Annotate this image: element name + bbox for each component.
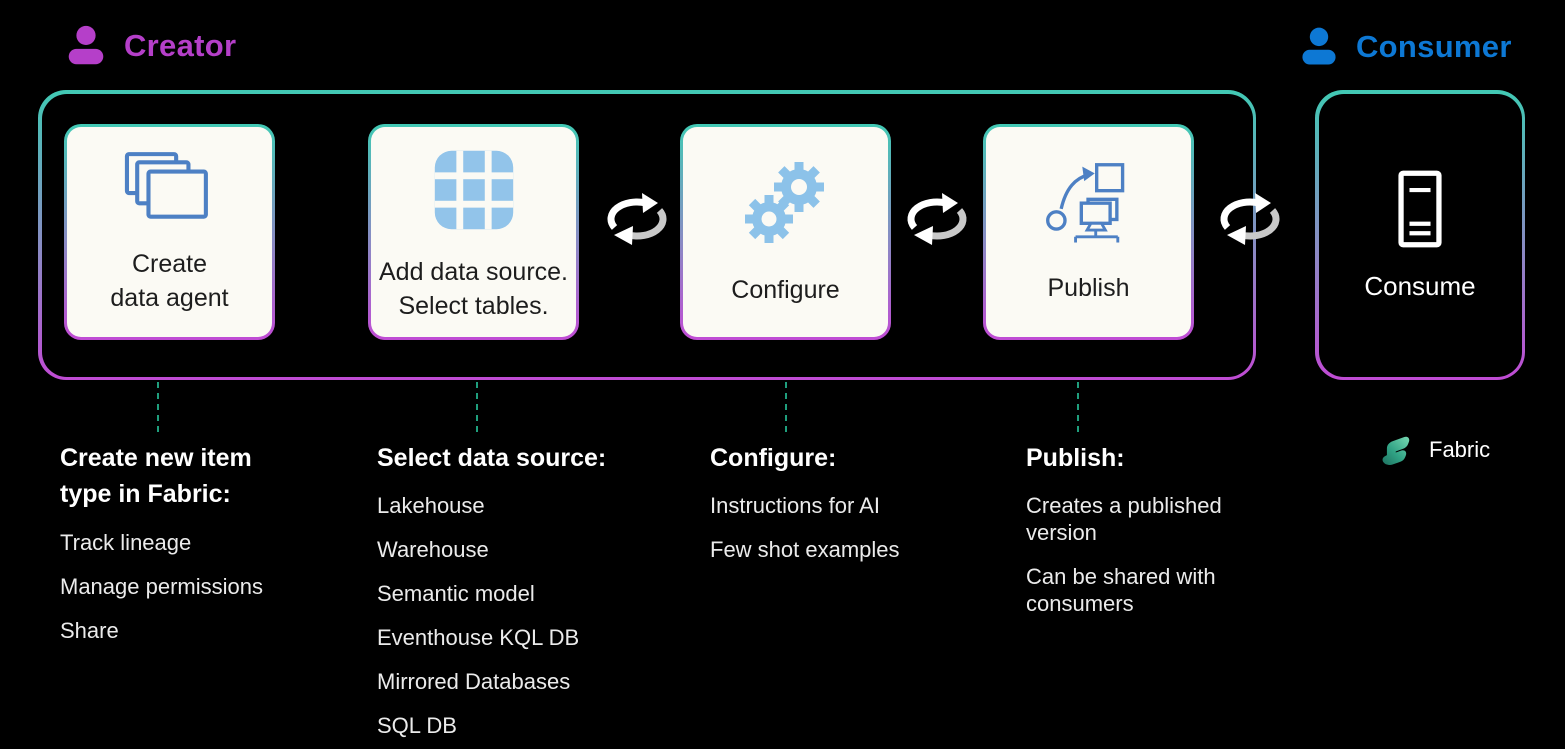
- step-label: Configure: [731, 275, 840, 304]
- annotation-item: Share: [60, 617, 119, 643]
- annotation-create-new-item: Create new item type in Fabric: Track li…: [60, 440, 310, 661]
- gears-icon: [744, 161, 824, 243]
- fabric-logo-icon: [1382, 436, 1410, 466]
- annotation-heading: Create new item type in Fabric:: [60, 444, 252, 509]
- annotation-item: Creates a published version: [1026, 493, 1222, 546]
- step-card-create-data-agent: Create data agent: [64, 124, 275, 340]
- annotation-heading: Publish:: [1026, 444, 1125, 472]
- annotation-item: Eventhouse KQL DB: [377, 625, 580, 651]
- dashed-connector: [157, 382, 159, 432]
- consume-card: Consume: [1318, 93, 1522, 377]
- annotation-item: Mirrored Databases: [377, 669, 571, 695]
- step-card-add-data-source: Add data source. Select tables.: [368, 124, 579, 340]
- creator-label: Creator: [124, 28, 237, 63]
- fabric-brand-label: Fabric: [1429, 437, 1491, 462]
- annotation-item: Instructions for AI: [710, 493, 880, 519]
- step-label: Publish: [1047, 273, 1130, 302]
- person-icon: [68, 25, 104, 65]
- annotation-item: SQL DB: [377, 713, 457, 739]
- step-card-configure: Configure: [680, 124, 891, 340]
- annotation-item: Manage permissions: [60, 573, 263, 599]
- annotation-publish: Publish: Creates a published version Can…: [1026, 440, 1256, 634]
- sync-arrows-icon: [1220, 193, 1280, 245]
- device-panel-icon: [1398, 170, 1442, 247]
- sync-arrows-icon: [607, 193, 667, 245]
- annotation-select-data-source: Select data source: Lakehouse Warehouse …: [377, 440, 642, 749]
- consumer-frame: Consume: [1315, 90, 1525, 380]
- dashed-connector: [476, 382, 478, 432]
- table-grid-icon: [434, 150, 513, 229]
- fabric-brand: Fabric: [1376, 430, 1490, 470]
- publish-deploy-icon: [1045, 162, 1124, 243]
- stacked-pages-icon: [124, 151, 208, 219]
- annotation-item: Lakehouse: [377, 493, 485, 519]
- annotation-item: Semantic model: [377, 581, 535, 607]
- step-card-publish: Publish: [983, 124, 1194, 340]
- consume-label: Consume: [1364, 270, 1476, 301]
- annotation-heading: Select data source:: [377, 444, 607, 472]
- consumer-header: Consumer: [1296, 24, 1512, 70]
- person-icon: [1302, 27, 1336, 65]
- annotation-configure: Configure: Instructions for AI Few shot …: [710, 440, 955, 580]
- sync-arrows-icon: [907, 193, 967, 245]
- annotation-item: Can be shared with consumers: [1026, 564, 1216, 617]
- dashed-connector: [785, 382, 787, 432]
- annotation-item: Track lineage: [60, 529, 192, 555]
- step-label: Create data agent: [110, 249, 229, 313]
- creator-header: Creator: [62, 22, 236, 70]
- annotation-heading: Configure:: [710, 444, 837, 472]
- dashed-connector: [1077, 382, 1079, 432]
- annotation-item: Few shot examples: [710, 537, 900, 563]
- consumer-label: Consumer: [1356, 29, 1512, 64]
- annotation-item: Warehouse: [377, 537, 489, 563]
- step-label: Add data source. Select tables.: [378, 257, 568, 321]
